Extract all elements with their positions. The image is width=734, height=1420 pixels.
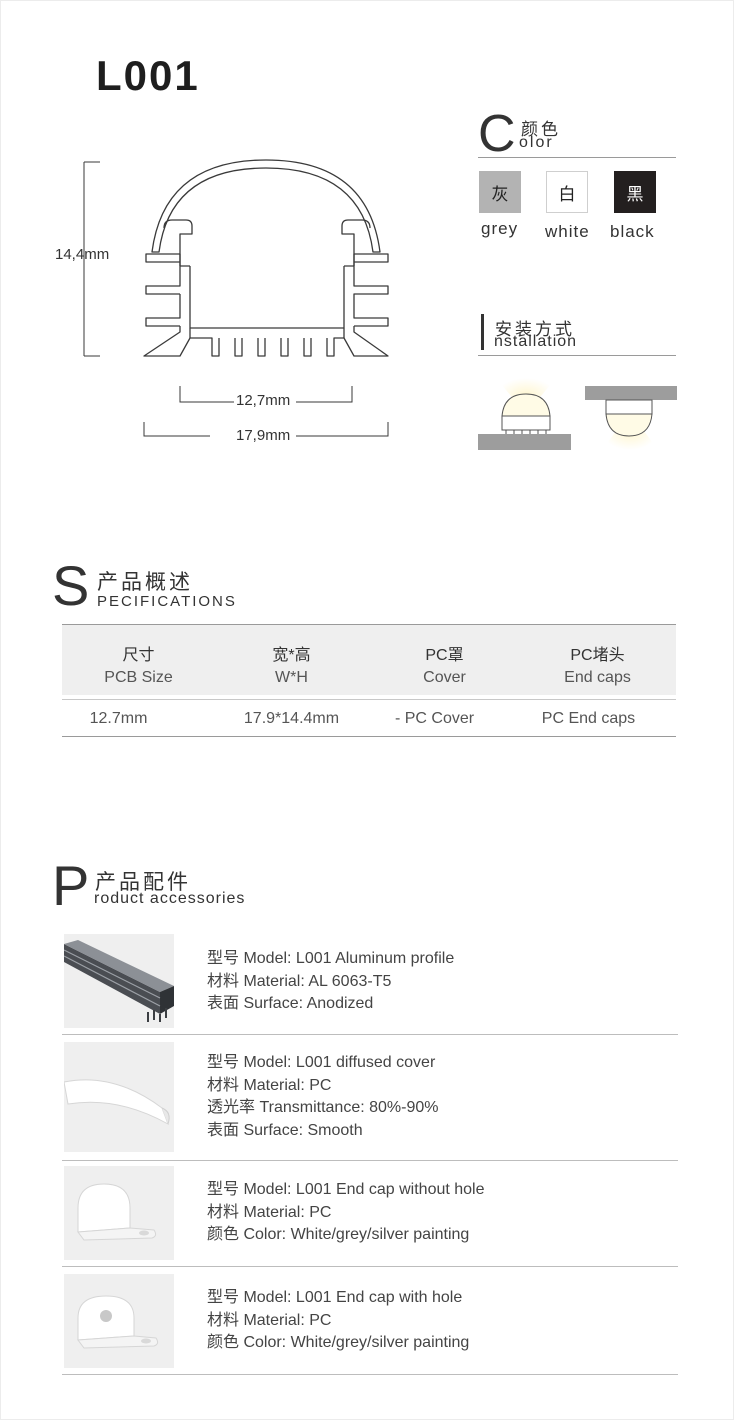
color-heading-cn: 颜色: [521, 120, 561, 139]
accessories-heading-letter: P: [52, 854, 90, 917]
accessory-divider: [62, 1374, 678, 1375]
color-heading-en: olor: [519, 134, 554, 151]
table-header-row: 尺寸 PCB Size 宽*高 W*H PC罩 Cover PC堵头 End c…: [62, 624, 676, 695]
end-cap-without-hole-image: [64, 1166, 174, 1260]
table-cell: PC End caps: [541, 710, 636, 727]
accessory-line: 材料 Material: PC: [207, 1076, 332, 1094]
swatch-white: 白: [546, 171, 588, 213]
installation-heading-en: nstallation: [494, 333, 578, 350]
table-cell: 17.9*14.4mm: [243, 710, 340, 727]
height-dimension-label: 14,4mm: [55, 246, 110, 263]
accessory-line: 型号 Model: L001 End cap with hole: [207, 1289, 463, 1306]
left-clip: [163, 219, 193, 266]
swatch-label-black: black: [610, 222, 655, 241]
table-cell: - PC Cover: [394, 710, 475, 727]
diffused-cover-image: [64, 1042, 174, 1152]
diffuser-cover-outline: [151, 159, 381, 253]
end-cap-with-hole-image: [64, 1274, 174, 1368]
accessory-description: 型号 Model: L001 End cap with hole 材料 Mate…: [207, 1287, 469, 1355]
installation-heading-letter-bar: [481, 314, 484, 350]
inner-width-dimension-line: [179, 386, 353, 403]
header-cn: PC罩: [425, 647, 464, 664]
outer-width-dimension-label: 17,9mm: [236, 427, 291, 444]
accessory-description: 型号 Model: L001 Aluminum profile 材料 Mater…: [207, 948, 454, 1016]
inner-width-dimension-label: 12,7mm: [236, 392, 291, 409]
accessory-divider: [62, 1034, 678, 1035]
installation-heading-rule: [478, 355, 676, 356]
installation-heading-cn: 安装方式: [495, 320, 575, 339]
accessory-line: 材料 Material: PC: [207, 1311, 332, 1329]
accessory-line: 型号 Model: L001 diffused cover: [207, 1054, 436, 1071]
accessory-line: 颜色 Color: White/grey/silver painting: [207, 1226, 470, 1243]
specifications-heading-en: PECIFICATIONS: [97, 593, 237, 610]
accessory-divider: [62, 1160, 678, 1161]
header-cn: 尺寸: [122, 647, 155, 664]
ceiling-mount-diagram: [585, 386, 677, 450]
accessories-heading-en: roduct accessories: [94, 890, 246, 907]
color-heading-letter: C: [478, 105, 516, 163]
accessory-line: 表面 Surface: Anodized: [207, 995, 374, 1012]
accessory-line: 表面 Surface: Smooth: [207, 1121, 363, 1139]
accessory-line: 型号 Model: L001 Aluminum profile: [207, 950, 455, 967]
aluminum-profile-image: [64, 934, 174, 1028]
profile-body-outline: [143, 253, 389, 357]
accessory-line: 材料 Material: PC: [207, 1203, 332, 1221]
color-heading-rule: [478, 157, 676, 158]
accessory-description: 型号 Model: L001 End cap without hole 材料 M…: [207, 1179, 485, 1247]
header-cn: PC堵头: [570, 647, 625, 664]
right-clip: [341, 219, 371, 266]
specifications-table: 尺寸 PCB Size 宽*高 W*H PC罩 Cover PC堵头 End c…: [62, 624, 676, 737]
header-en: W*H: [275, 669, 308, 686]
specifications-heading-letter: S: [52, 554, 90, 617]
accessory-line: 材料 Material: AL 6063-T5: [207, 972, 392, 990]
header-en: Cover: [423, 669, 466, 686]
model-title: L001: [96, 52, 200, 99]
accessory-line: 透光率 Transmittance: 80%-90%: [207, 1099, 439, 1116]
accessory-line: 型号 Model: L001 End cap without hole: [207, 1181, 485, 1198]
swatch-label-white: white: [545, 222, 590, 241]
accessory-description: 型号 Model: L001 diffused cover 材料 Materia…: [207, 1052, 439, 1142]
accessories-heading-cn: 产品配件: [95, 871, 191, 894]
accessory-divider: [62, 1266, 678, 1267]
accessory-line: 颜色 Color: White/grey/silver painting: [207, 1334, 470, 1351]
table-row: 12.7mm 17.9*14.4mm - PC Cover PC End cap…: [62, 699, 676, 737]
swatch-grey: 灰: [479, 171, 521, 213]
surface-mount-diagram: [478, 378, 571, 450]
height-dimension-line: [83, 161, 100, 357]
table-cell: 12.7mm: [89, 710, 148, 727]
header-en: PCB Size: [104, 669, 173, 686]
header-en: End caps: [564, 669, 631, 686]
profile-cross-section-drawing: [83, 159, 389, 437]
header-cn: 宽*高: [272, 647, 311, 664]
installation-diagrams: [478, 378, 677, 450]
swatch-label-grey: grey: [481, 219, 519, 238]
swatch-black: 黑: [614, 171, 656, 213]
outer-width-dimension-line: [143, 422, 389, 437]
specifications-heading-cn: 产品概述: [97, 571, 193, 594]
